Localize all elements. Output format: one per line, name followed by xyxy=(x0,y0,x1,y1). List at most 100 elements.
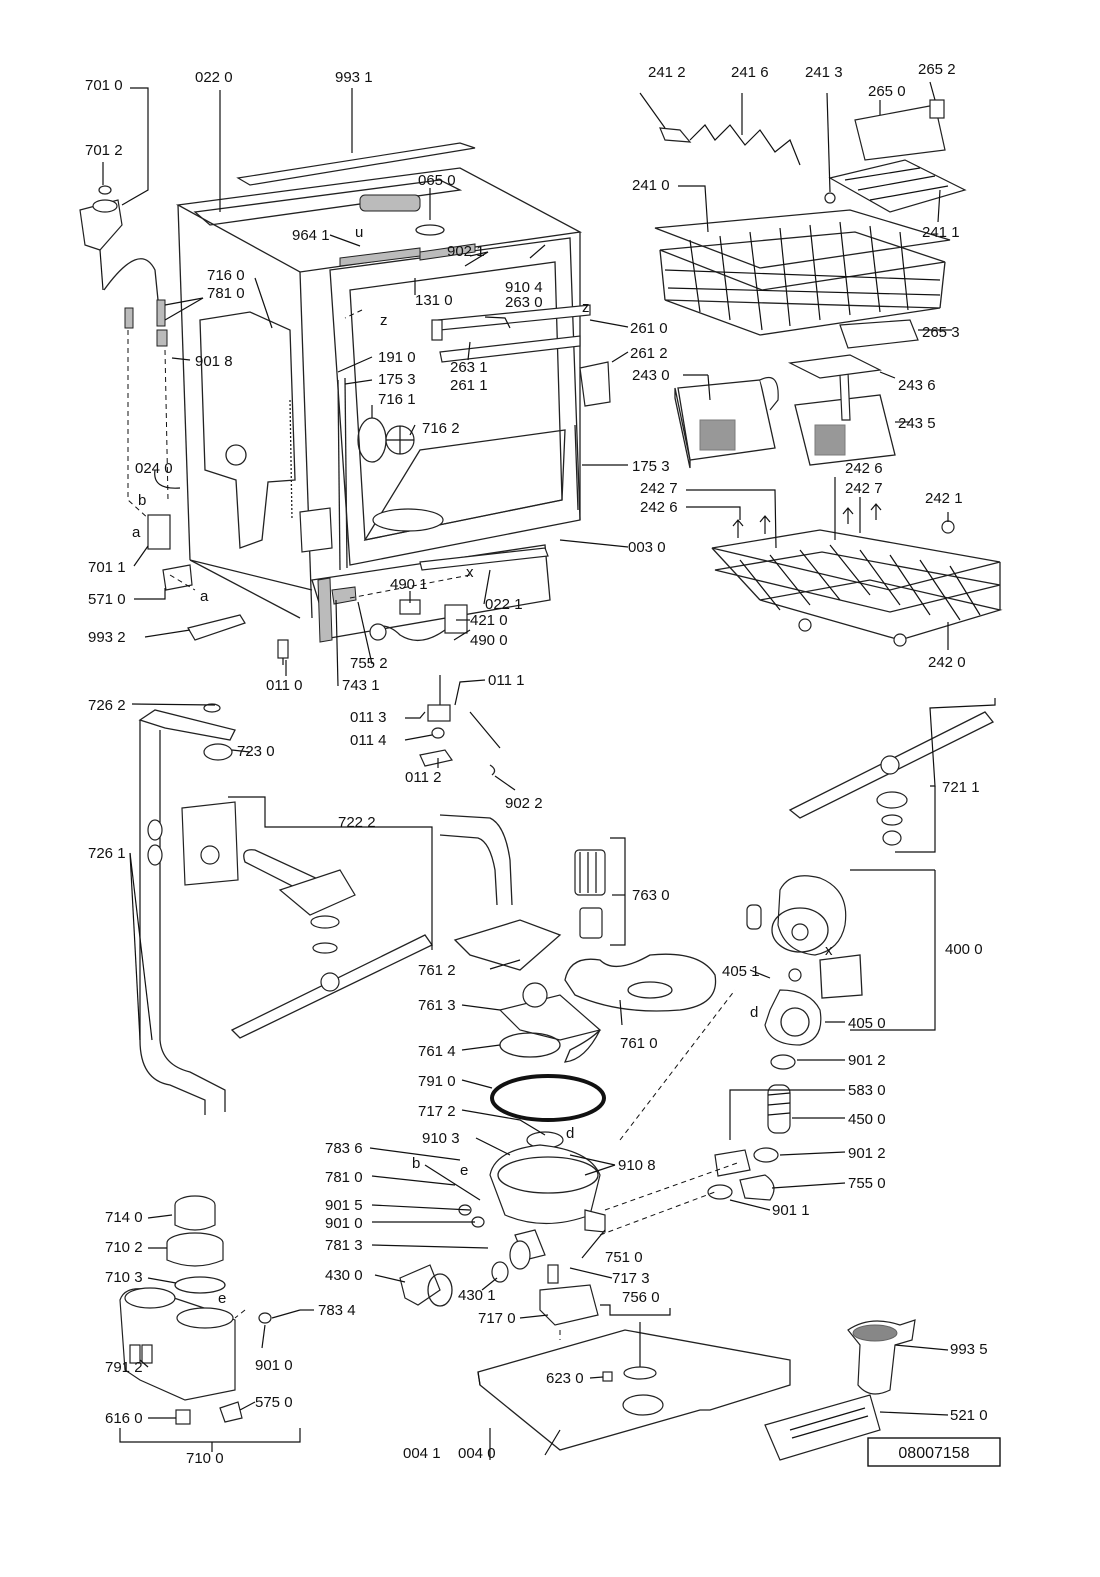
label-701-1: 701 1 xyxy=(88,559,126,576)
label-241-0: 241 0 xyxy=(632,177,670,194)
ref-x-2: x xyxy=(825,942,833,959)
upper-spray-arm-722-2 xyxy=(230,849,433,1039)
label-717-3: 717 3 xyxy=(612,1270,650,1287)
label-756-0: 756 0 xyxy=(622,1289,660,1306)
label-022-0: 022 0 xyxy=(195,69,233,86)
label-901-2-a: 901 2 xyxy=(848,1052,886,1069)
ref-d-2: d xyxy=(750,1004,758,1021)
salt-funnel-993-5 xyxy=(847,1319,916,1395)
ref-b-2: b xyxy=(412,1155,420,1172)
label-726-1: 726 1 xyxy=(88,845,126,862)
label-716-1: 716 1 xyxy=(378,391,416,408)
label-450-0: 450 0 xyxy=(848,1111,886,1128)
label-910-4: 910 4 xyxy=(505,279,543,296)
label-004-1: 004 1 xyxy=(403,1445,441,1462)
label-261-2: 261 2 xyxy=(630,345,668,362)
label-716-2: 716 2 xyxy=(422,420,460,437)
label-623-0: 623 0 xyxy=(546,1370,584,1387)
label-065-0: 065 0 xyxy=(418,172,456,189)
label-011-1: 011 1 xyxy=(488,672,524,689)
label-575-0: 575 0 xyxy=(255,1394,293,1411)
sump-seal-ring xyxy=(490,1074,606,1122)
label-701-2: 701 2 xyxy=(85,142,123,159)
label-521-0: 521 0 xyxy=(950,1407,988,1424)
ref-e-1: e xyxy=(460,1162,468,1179)
label-243-0: 243 0 xyxy=(632,367,670,384)
label-743-1: 743 1 xyxy=(342,677,380,694)
handle-265-3 xyxy=(839,319,919,349)
label-791-2: 791 2 xyxy=(105,1359,143,1376)
label-964-1: 964 1 xyxy=(292,227,330,244)
lower-basket-arrows xyxy=(732,503,882,538)
label-722-2: 722 2 xyxy=(338,814,376,831)
label-717-2: 717 2 xyxy=(418,1103,456,1120)
drawing-number: 08007158 xyxy=(898,1445,969,1462)
label-265-2: 265 2 xyxy=(918,61,956,78)
label-011-2: 011 2 xyxy=(405,769,441,786)
label-405-1: 405 1 xyxy=(722,963,760,980)
label-710-0: 710 0 xyxy=(186,1450,224,1467)
label-721-1: 721 1 xyxy=(942,779,980,796)
label-783-6: 783 6 xyxy=(325,1140,363,1157)
water-softener-710-0 xyxy=(119,1195,301,1425)
label-242-7-b: 242 7 xyxy=(845,480,883,497)
left-feed-pipe-726 xyxy=(138,703,239,1115)
ref-b-1: b xyxy=(138,492,146,509)
label-901-2-b: 901 2 xyxy=(848,1145,886,1162)
label-710-3: 710 3 xyxy=(105,1269,143,1286)
label-910-8: 910 8 xyxy=(618,1157,656,1174)
label-263-1: 263 1 xyxy=(450,359,488,376)
ref-u: u xyxy=(355,224,363,241)
inlet-valve xyxy=(147,514,171,550)
label-902-2: 902 2 xyxy=(505,795,543,812)
sump-assembly xyxy=(399,814,717,1326)
label-902-1: 902 1 xyxy=(447,243,485,260)
label-241-6: 241 6 xyxy=(731,64,769,81)
ref-x-1: x xyxy=(466,564,474,581)
label-131-0: 131 0 xyxy=(415,292,453,309)
wrench-tool xyxy=(187,614,246,641)
label-616-0: 616 0 xyxy=(105,1410,143,1427)
label-430-0: 430 0 xyxy=(325,1267,363,1284)
label-024-0: 024 0 xyxy=(135,460,173,477)
label-490-1: 490 1 xyxy=(390,576,428,593)
label-761-0: 761 0 xyxy=(620,1035,658,1052)
label-761-3: 761 3 xyxy=(418,997,456,1014)
adjustable-foot-011 xyxy=(419,675,501,776)
label-242-0: 242 0 xyxy=(928,654,966,671)
label-261-0: 261 0 xyxy=(630,320,668,337)
label-571-0: 571 0 xyxy=(88,591,126,608)
detergent-dispenser-top xyxy=(359,194,421,212)
ref-z-1: z xyxy=(380,312,388,329)
label-430-1: 430 1 xyxy=(458,1287,496,1304)
aquastop-and-switches xyxy=(277,599,468,665)
ref-a-2: a xyxy=(200,588,209,605)
label-191-0: 191 0 xyxy=(378,349,416,366)
label-761-4: 761 4 xyxy=(418,1043,456,1060)
label-243-5: 243 5 xyxy=(898,415,936,432)
lower-spray-arm-721-1 xyxy=(788,711,995,846)
ref-a-1: a xyxy=(132,524,141,541)
ref-d-1: d xyxy=(566,1125,574,1142)
label-583-0: 583 0 xyxy=(848,1082,886,1099)
label-490-0: 490 0 xyxy=(470,632,508,649)
label-783-4: 783 4 xyxy=(318,1302,356,1319)
label-022-1: 022 1 xyxy=(485,596,523,613)
label-781-0-b: 781 0 xyxy=(325,1169,363,1186)
label-710-2: 710 2 xyxy=(105,1239,143,1256)
label-910-3: 910 3 xyxy=(422,1130,460,1147)
label-243-6: 243 6 xyxy=(898,377,936,394)
label-011-4: 011 4 xyxy=(350,732,386,749)
inlet-hose-assembly xyxy=(79,185,246,641)
label-901-8: 901 8 xyxy=(195,353,233,370)
drawing-reference-box: 08007158 xyxy=(867,1437,1001,1467)
label-400-0: 400 0 xyxy=(945,941,983,958)
label-716-0: 716 0 xyxy=(207,267,245,284)
cutlery-baskets xyxy=(674,354,896,469)
label-263-0: 263 0 xyxy=(505,294,543,311)
upper-basket-241-0 xyxy=(654,99,967,349)
label-003-0: 003 0 xyxy=(628,539,666,556)
label-405-0: 405 0 xyxy=(848,1015,886,1032)
label-004-0: 004 0 xyxy=(458,1445,496,1462)
label-901-5: 901 5 xyxy=(325,1197,363,1214)
